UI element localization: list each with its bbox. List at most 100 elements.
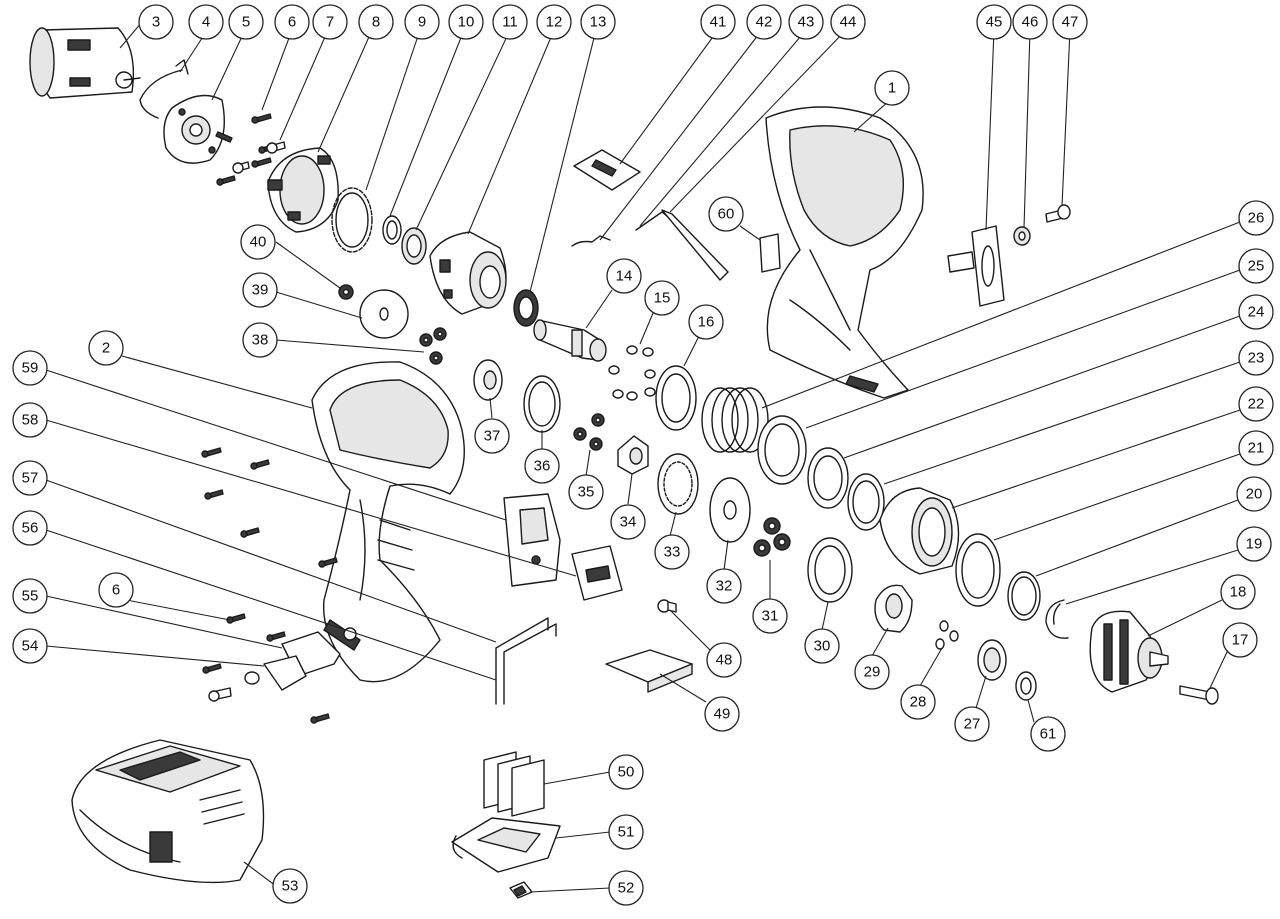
callout-39: 39 (242, 272, 278, 308)
callout-19: 19 (1236, 526, 1272, 562)
callout-30: 30 (804, 628, 840, 664)
svg-text:42: 42 (756, 14, 773, 31)
svg-text:59: 59 (22, 360, 39, 377)
part-nut-27 (977, 639, 1007, 681)
svg-text:56: 56 (22, 520, 39, 537)
part-rods (635, 209, 729, 281)
part-housing-left (311, 361, 465, 683)
part-washer-39 (359, 289, 409, 339)
svg-text:26: 26 (1248, 210, 1265, 227)
part-ring-30 (807, 537, 853, 603)
svg-text:22: 22 (1248, 396, 1265, 413)
callout-58: 58 (12, 402, 48, 438)
callout-31: 31 (752, 598, 788, 634)
part-motor (29, 27, 141, 99)
part-terminal-block (451, 817, 561, 873)
svg-text:20: 20 (1246, 486, 1263, 503)
part-spring-26 (701, 387, 769, 453)
callout-10: 10 (448, 4, 484, 40)
svg-text:33: 33 (664, 544, 681, 561)
part-bearing-11 (401, 227, 427, 265)
callout-24: 24 (1238, 294, 1274, 330)
part-chuck-screw (1179, 685, 1219, 705)
callout-45: 45 (976, 4, 1012, 40)
part-spring-wire-42 (571, 235, 611, 247)
part-spindle (533, 319, 607, 362)
svg-text:10: 10 (458, 14, 475, 31)
svg-text:52: 52 (618, 880, 635, 897)
svg-text:51: 51 (618, 824, 635, 841)
callout-36: 36 (524, 448, 560, 484)
part-gears-38 (419, 327, 447, 365)
callout-4: 4 (188, 4, 224, 40)
callout-51: 51 (608, 814, 644, 850)
svg-text:60: 60 (718, 206, 735, 223)
callout-42: 42 (746, 4, 782, 40)
callout-48: 48 (706, 642, 742, 678)
svg-text:9: 9 (418, 14, 426, 31)
part-block-60 (759, 233, 781, 273)
callout-59: 59 (12, 350, 48, 386)
svg-text:49: 49 (714, 706, 731, 723)
svg-text:2: 2 (102, 340, 110, 357)
callout-5: 5 (228, 4, 264, 40)
callout-14: 14 (606, 258, 642, 294)
part-planet-gears-31 (753, 517, 791, 557)
part-screws-top (216, 113, 286, 186)
callout-23: 23 (1238, 340, 1274, 376)
svg-text:25: 25 (1248, 258, 1265, 275)
callout-2: 2 (88, 330, 124, 366)
svg-text:8: 8 (372, 14, 380, 31)
callout-13: 13 (580, 4, 616, 40)
callout-61: 61 (1030, 716, 1066, 752)
callout-27: 27 (954, 706, 990, 742)
callout-28: 28 (900, 684, 936, 720)
part-nut-46 (1013, 226, 1031, 246)
callout-16: 16 (688, 304, 724, 340)
callout-20: 20 (1236, 476, 1272, 512)
part-housing-right (765, 106, 924, 399)
part-washer-16 (655, 365, 697, 431)
svg-text:18: 18 (1230, 584, 1247, 601)
callout-55: 55 (12, 578, 48, 614)
callout-37: 37 (474, 418, 510, 454)
callout-26: 26 (1238, 200, 1274, 236)
part-screws-left (201, 447, 338, 724)
callout-54: 54 (12, 628, 48, 664)
callout-32: 32 (706, 568, 742, 604)
svg-text:50: 50 (618, 764, 635, 781)
part-sun-plate-37 (473, 359, 503, 401)
part-ring-21 (955, 533, 1001, 607)
callout-17: 17 (1222, 622, 1258, 658)
part-pins-28 (935, 620, 959, 650)
part-clutch-ring-29 (874, 584, 913, 633)
part-motor-plate (163, 94, 233, 164)
callout-46: 46 (1012, 4, 1048, 40)
callout-53: 53 (272, 868, 308, 904)
svg-text:27: 27 (964, 716, 981, 733)
callout-12: 12 (536, 4, 572, 40)
svg-text:48: 48 (716, 652, 733, 669)
part-clutch-housing (879, 487, 960, 575)
svg-text:12: 12 (546, 14, 563, 31)
part-ring-25 (757, 415, 807, 485)
callout-22: 22 (1238, 386, 1274, 422)
svg-text:47: 47 (1062, 14, 1079, 31)
callout-1: 1 (874, 70, 910, 106)
parts-layer (29, 27, 1219, 899)
callout-38: 38 (242, 322, 278, 358)
callout-49: 49 (704, 696, 740, 732)
part-gear-housing (267, 147, 339, 233)
callout-6-bottom: 6 (98, 572, 134, 608)
svg-text:19: 19 (1246, 536, 1263, 553)
part-washer-61 (1015, 671, 1037, 701)
part-gearbox (429, 231, 507, 315)
callout-11: 11 (492, 4, 528, 40)
svg-text:15: 15 (654, 290, 671, 307)
svg-text:11: 11 (502, 14, 518, 31)
callout-43: 43 (788, 4, 824, 40)
svg-text:46: 46 (1022, 14, 1039, 31)
part-bracket-45 (947, 225, 1005, 307)
svg-text:40: 40 (250, 234, 267, 251)
